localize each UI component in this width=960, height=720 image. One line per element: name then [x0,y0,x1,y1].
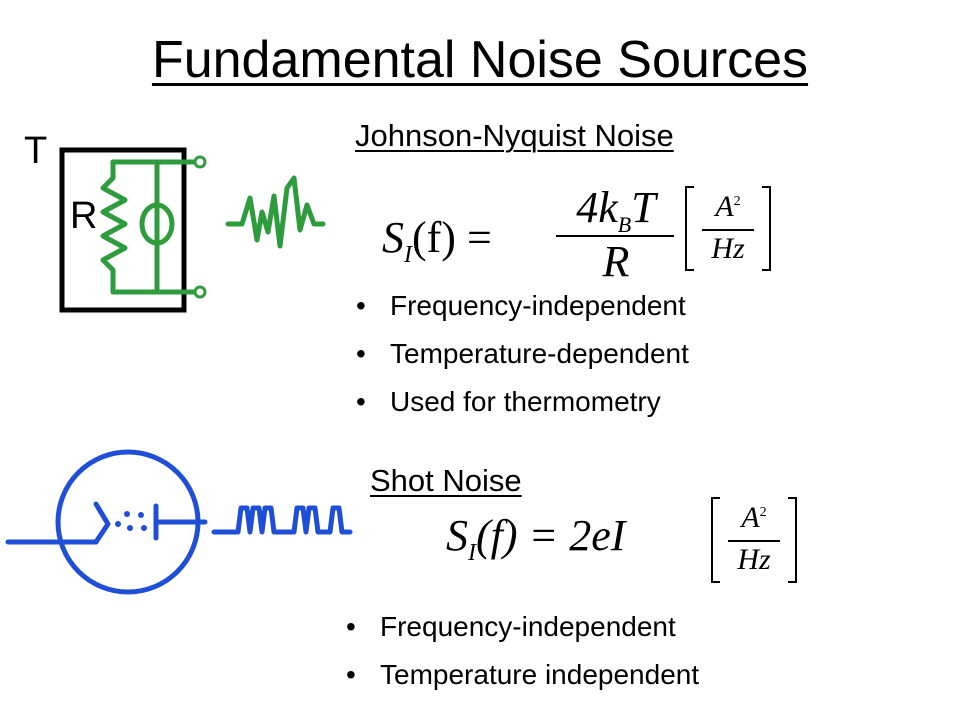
list-item: Used for thermometry [352,378,689,426]
shot-unit-numerator: A2 [728,501,780,535]
shot-bullet-list: Frequency-independent Temperature indepe… [342,603,699,699]
electron-dots [115,511,147,531]
johnson-noise-waveform [225,175,326,249]
johnson-fraction-bar [556,235,674,237]
resistor-zigzag [100,159,128,295]
list-item: Frequency-independent [352,282,689,330]
top-terminal [193,155,207,169]
lhs-subscript: I [404,241,412,268]
list-item: Temperature independent [342,651,699,699]
numerator-lead: 4k [576,183,618,232]
unit-a: A [715,190,734,223]
johnson-bullet-list: Frequency-independent Temperature-depend… [352,282,689,426]
johnson-unit-numerator: A2 [702,190,754,224]
lhs-args: (f) = [412,213,492,262]
current-source-icon [139,202,175,246]
temperature-label: T [24,130,48,172]
unit-a: A [741,501,760,534]
lhs-symbol: S [382,213,404,262]
cathode-emitter [93,501,111,545]
resistor-label: R [70,195,98,237]
johnson-numerator: 4kBT [556,182,676,238]
shot-formula: SI(f) = 2eI [446,510,625,567]
numerator-tail: T [631,183,656,232]
johnson-formula-lhs: SI(f) = [382,212,492,269]
bottom-terminal [193,285,207,299]
numerator-subscript: B [617,211,632,237]
lhs-symbol: S [446,511,468,560]
unit-exponent: 2 [733,194,741,209]
shot-unit-denominator: Hz [737,543,771,576]
johnson-heading: Johnson-Nyquist Noise [355,118,674,153]
unit-exponent: 2 [759,505,767,520]
list-item: Frequency-independent [342,603,699,651]
lhs-subscript: I [468,539,476,566]
vacuum-tube-envelope [55,449,201,595]
list-item: Temperature-dependent [352,330,689,378]
shot-noise-pulse-train [211,505,353,535]
shot-heading: Shot Noise [370,463,522,498]
johnson-unit-denominator: Hz [711,232,745,265]
page-title: Fundamental Noise Sources [151,31,809,89]
johnson-denominator: R [602,237,630,286]
lhs-args: (f) = 2eI [476,511,626,560]
